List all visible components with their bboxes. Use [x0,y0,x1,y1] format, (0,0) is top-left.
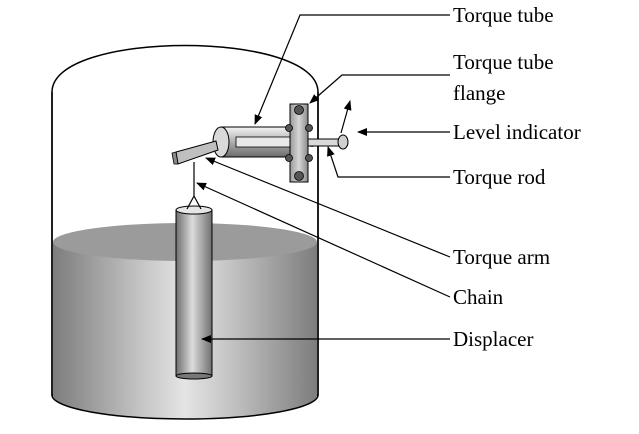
flange-bolt [294,171,304,181]
tank-bottom [51,394,319,420]
flange-bolt [305,124,313,132]
level-indicator-pointer [340,100,352,134]
leader-lines [196,14,451,343]
label-displacer: Displacer [453,327,533,351]
torque-tube-flange [289,103,309,183]
torque-tube-assembly [171,100,352,183]
displacer-top [175,205,213,215]
torque-rod [307,138,342,147]
level-indicator-knob [337,134,349,150]
displacer-body [175,209,213,377]
displacer [175,205,213,380]
leader-torque-arm [205,157,451,258]
label-torque-arm: Torque arm [453,245,550,269]
leader-torque-tube [254,14,450,125]
torque-tube-inner [235,136,299,148]
label-torque-tube-flange-line2: flange [453,81,505,105]
torque-arm-face [171,151,179,165]
leader-torque-rod [327,146,450,178]
labels: Torque tube Torque tube flange Level ind… [453,3,581,351]
displacer-bottom [175,372,213,380]
label-torque-rod: Torque rod [453,165,546,189]
label-chain: Chain [453,285,504,309]
flange-bolt [285,154,293,162]
flange-bolt [305,154,313,162]
leader-torque-tube-flange [309,74,450,104]
chain [186,162,202,210]
flange-bolt [285,124,293,132]
leader-chain [196,182,451,298]
label-level-indicator: Level indicator [453,120,581,144]
flange-bolt [294,105,304,115]
label-torque-tube-flange-line1: Torque tube [453,50,554,74]
label-torque-tube: Torque tube [453,3,554,27]
